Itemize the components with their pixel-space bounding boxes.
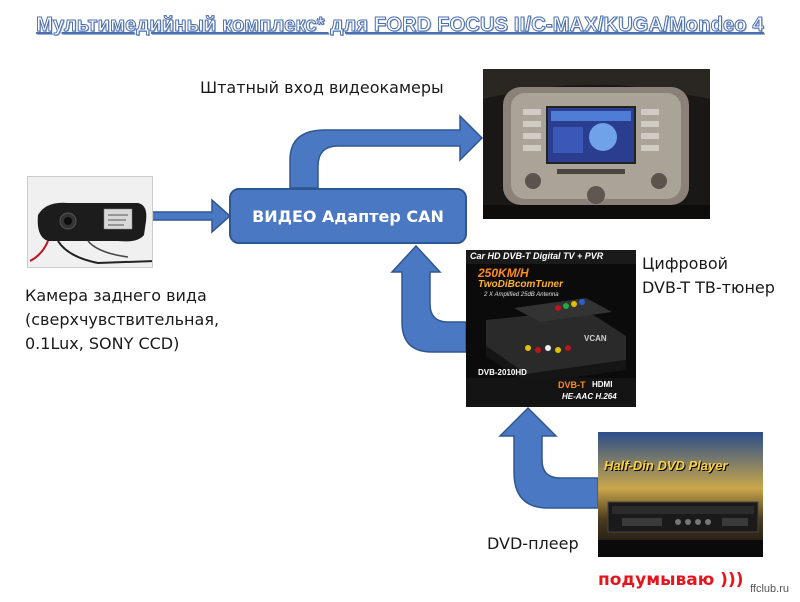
- rear-camera-label-line3: 0.1Lux, SONY CCD): [25, 334, 180, 353]
- arrow-dvd-to-tuner: [498, 406, 599, 509]
- tv-tuner-label-line1: Цифровой: [642, 254, 729, 273]
- site-watermark: ffclub.ru: [747, 582, 792, 596]
- tuner-header-text: Car HD DVB-T Digital TV + PVR: [470, 251, 604, 261]
- rear-camera-label-line1: Камера заднего вида: [25, 286, 207, 305]
- tuner-model-text: DVB-2010HD: [478, 368, 527, 377]
- dvd-header-text: Half-Din DVD Player: [604, 458, 728, 473]
- tuner-speed-text: 250KM/H: [478, 266, 529, 280]
- tuner-dvbt-text: DVB-T: [558, 380, 586, 390]
- tuner-codec-text: HE-AAC H.264: [562, 392, 617, 401]
- tuner-brand-text: VCAN: [584, 334, 607, 343]
- rear-camera-image: [27, 176, 153, 268]
- tuner-antenna-text: 2 X Amplified 25dB Antenna: [484, 292, 559, 298]
- arrow-tuner-to-adapter: [390, 244, 467, 353]
- video-adapter-can-box: ВИДЕО Адаптер CAN: [229, 188, 467, 244]
- arrow-camera-to-adapter: [151, 198, 232, 234]
- tuner-hdmi-text: HDMI: [592, 380, 613, 389]
- page-title: Мультимедийный комплекс* для FORD FOCUS …: [36, 14, 764, 37]
- dvd-player-label: DVD-плеер: [487, 534, 579, 553]
- tv-tuner-label-line2: DVB-T ТВ-тюнер: [642, 278, 775, 297]
- footer-comment: подумываю ))): [598, 570, 744, 590]
- tuner-dibcom-text: TwoDiBcomTuner: [478, 279, 564, 290]
- tv-tuner-image: Car HD DVB-T Digital TV + PVR 250KM/H Tw…: [466, 250, 636, 407]
- arrow-adapter-to-headunit: [289, 114, 484, 189]
- dvd-player-image: Half-Din DVD Player: [598, 432, 763, 557]
- head-unit-image: [483, 69, 710, 219]
- camera-input-label: Штатный вход видеокамеры: [200, 78, 444, 97]
- rear-camera-label-line2: (сверхчувствительная,: [25, 310, 220, 329]
